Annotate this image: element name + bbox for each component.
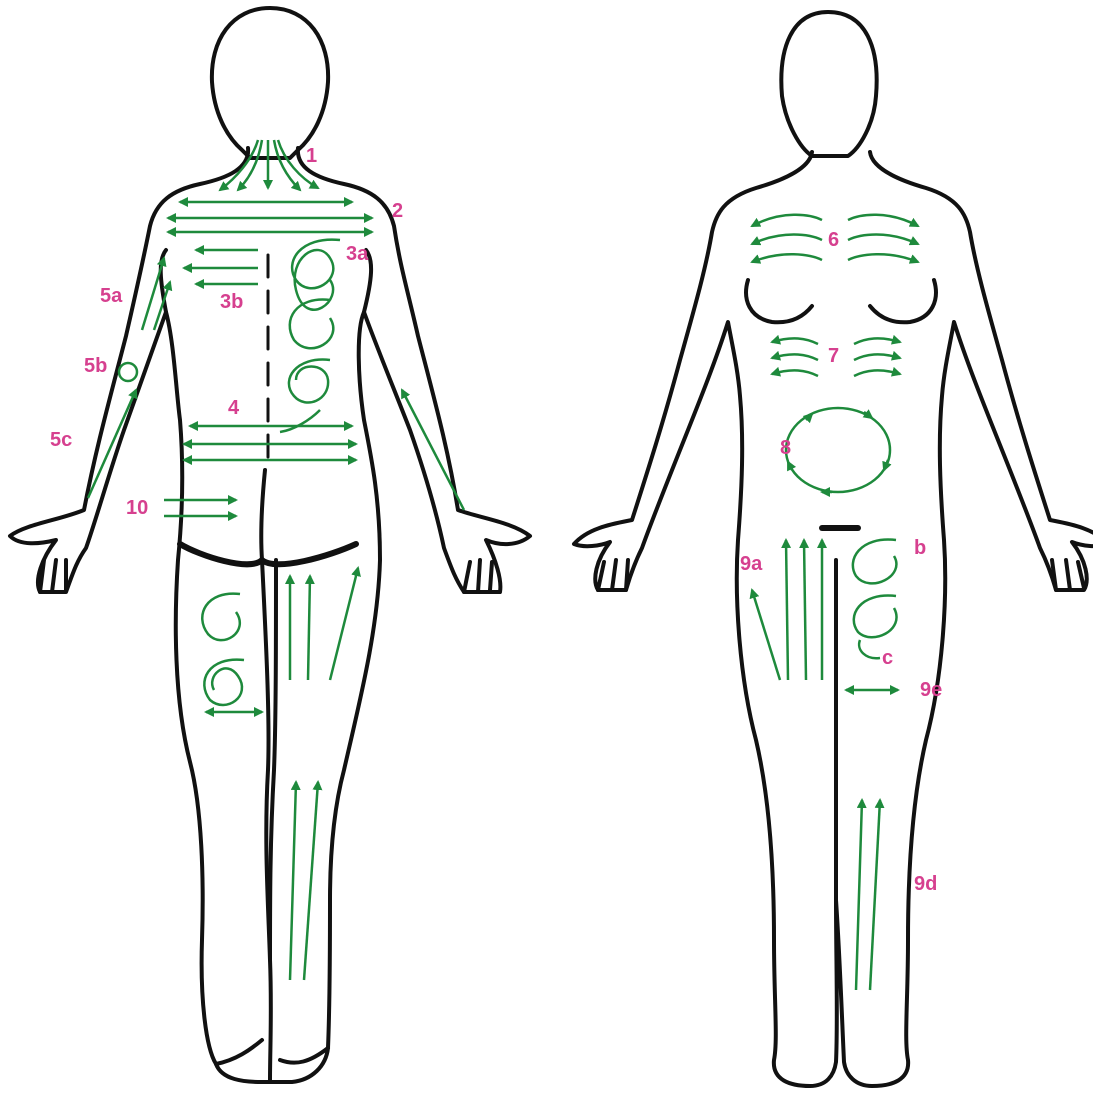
label-9a: 9a — [740, 554, 762, 574]
back-head — [212, 8, 328, 158]
back-figure — [10, 8, 530, 1082]
label-3a: 3a — [346, 244, 368, 264]
label-8: 8 — [780, 438, 791, 458]
label-b: b — [914, 538, 926, 558]
front-head — [781, 12, 876, 156]
label-3b: 3b — [220, 292, 243, 312]
label-10: 10 — [126, 498, 148, 518]
label-5b: 5b — [84, 356, 107, 376]
label-9e: 9e — [920, 680, 942, 700]
label-5c: 5c — [50, 430, 72, 450]
label-4: 4 — [228, 398, 239, 418]
label-c: c — [882, 648, 893, 668]
label-2: 2 — [392, 201, 403, 221]
front-body-outline — [574, 152, 1093, 1086]
front-figure — [574, 12, 1093, 1086]
label-5a: 5a — [100, 286, 122, 306]
label-7: 7 — [828, 346, 839, 366]
label-6: 6 — [828, 230, 839, 250]
label-1: 1 — [306, 146, 317, 166]
label-9d: 9d — [914, 874, 937, 894]
